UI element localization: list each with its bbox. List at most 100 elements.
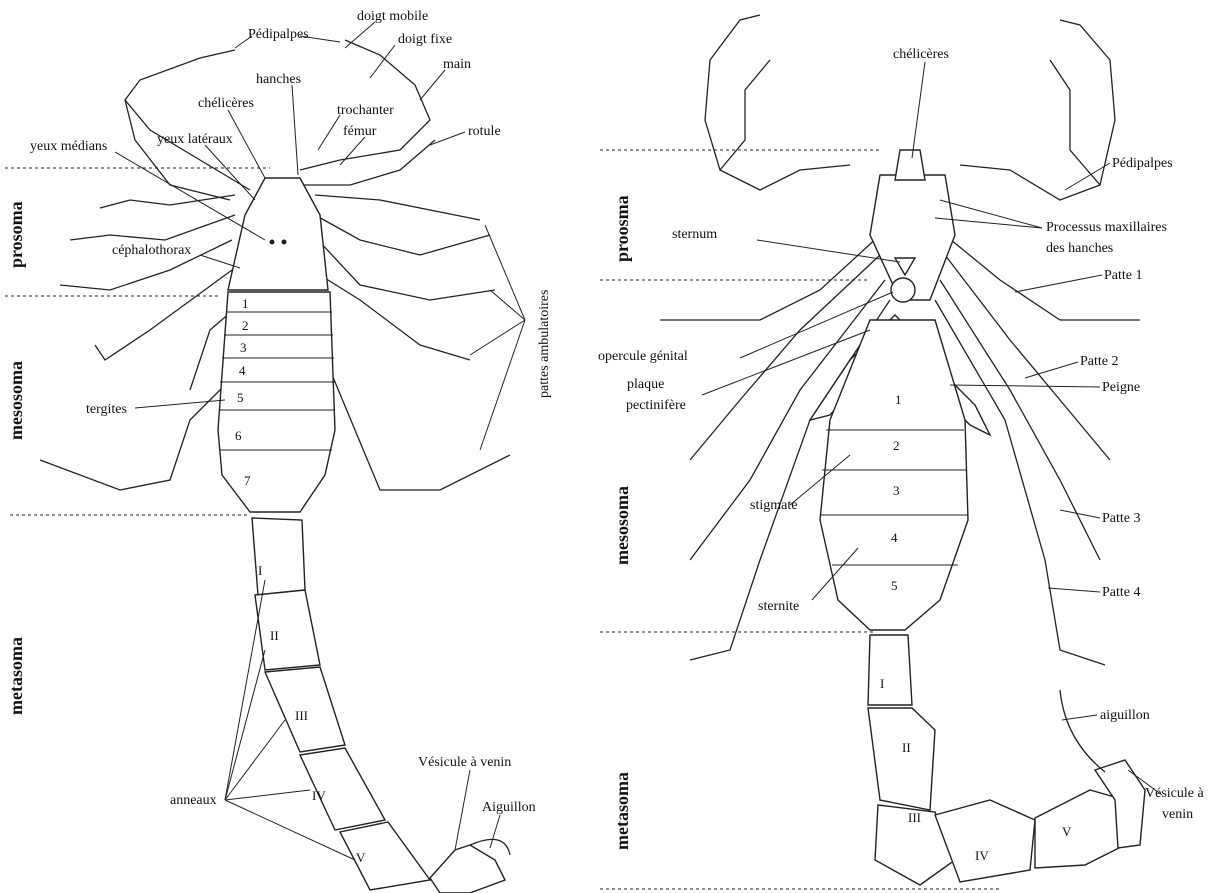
label-pattes-ambulatoires: pattes ambulatoires (537, 290, 552, 398)
ventral-ring-1 (868, 635, 912, 705)
label-cheliceres-left: chélicères (198, 96, 254, 111)
tergite-number-6: 6 (235, 428, 242, 443)
cephalothorax-shape (228, 178, 328, 290)
leg-left-4b (40, 385, 225, 490)
right-ventral-view: 1 2 3 4 5 I II III IV V proosma mesosoma… (598, 15, 1204, 889)
tail-ring-label-3: III (295, 708, 308, 723)
leader-hanches (292, 85, 298, 175)
leg-left-1 (100, 195, 235, 208)
label-pedipalpes-right: Pédipalpes (1112, 156, 1173, 171)
leader-yeux-lateraux (205, 145, 255, 200)
tergite-number-2: 2 (242, 318, 249, 333)
left-pedipalps (125, 40, 435, 200)
ventral-ring-label-3: III (908, 810, 921, 825)
leg-right-2 (315, 215, 490, 255)
label-aiguillon-right: aiguillon (1100, 708, 1150, 723)
leader-pattes-4 (480, 320, 525, 450)
mesosoma-shape (218, 292, 335, 512)
tail-ring-5 (340, 822, 430, 890)
label-anneaux: anneaux (170, 793, 217, 808)
sternite-number-5: 5 (891, 578, 898, 593)
leader-doigt-fixe (370, 45, 395, 78)
leader-patte3 (1060, 510, 1100, 518)
leader-anneaux-1 (225, 580, 265, 800)
tail-ring-label-1: I (258, 563, 262, 578)
leader-tergites (135, 400, 225, 408)
leader-cheliceres-right (912, 62, 925, 158)
region-label-metasoma-right: metasoma (612, 772, 632, 850)
stinger-right (1060, 690, 1105, 772)
leader-patte1 (1015, 275, 1102, 292)
tergite-number-7: 7 (244, 473, 251, 488)
region-label-metasoma: metasoma (6, 637, 26, 715)
label-vesicule-right-line2: venin (1162, 807, 1193, 822)
ventral-leg-left-1 (660, 235, 880, 320)
label-pedipalpes-left: Pédipalpes (248, 27, 309, 42)
label-peigne: Peigne (1102, 380, 1140, 395)
prosoma-ventral-shape (870, 175, 955, 300)
leader-processus-1 (940, 200, 1042, 228)
tail-ring-1 (252, 518, 305, 595)
leader-femur (340, 137, 365, 165)
tail-ring-2 (255, 590, 320, 670)
label-opercule: opercule génital (598, 349, 688, 364)
leader-pedipalpes-right (1065, 163, 1110, 190)
leader-yeux-medians (115, 152, 265, 240)
label-femur: fémur (343, 124, 377, 139)
genital-operculum-shape (891, 278, 915, 302)
sternite-number-3: 3 (893, 483, 900, 498)
label-sternum: sternum (672, 227, 717, 242)
right-legs (315, 195, 510, 490)
pedipalp-left-ventral (705, 15, 850, 190)
leg-right-1 (315, 195, 480, 220)
leader-anneaux-3 (225, 720, 285, 800)
pedipalp-left-inner (125, 100, 230, 200)
label-doigt-fixe: doigt fixe (398, 32, 452, 47)
region-label-proosma: proosma (612, 195, 632, 262)
region-label-mesosoma: mesosoma (6, 361, 26, 440)
ventral-ring-2 (868, 708, 935, 810)
ventral-ring-5 (1035, 790, 1125, 868)
region-label-mesosoma-right: mesosoma (612, 486, 632, 565)
leader-aiguillon-right (1062, 715, 1097, 720)
tergite-number-4: 4 (239, 363, 246, 378)
pedipalp-left-ventral-inner (720, 60, 770, 170)
leader-doigt-mobile (345, 22, 375, 48)
label-patte3: Patte 3 (1102, 511, 1141, 526)
region-label-prosoma: prosoma (6, 201, 26, 268)
label-cheliceres-right: chélicères (893, 47, 949, 62)
label-plaque-line2: pectinifère (626, 398, 686, 413)
label-cephalothorax: céphalothorax (112, 243, 191, 258)
label-plaque-line1: plaque (627, 377, 664, 392)
ventral-ring-label-2: II (902, 740, 911, 755)
label-trochanter: trochanter (337, 103, 394, 118)
label-rotule: rotule (468, 124, 501, 139)
leader-aiguillon (490, 815, 500, 848)
left-dorsal-view: 1 2 3 4 5 6 7 I II III IV V prosoma meso… (5, 9, 552, 893)
left-legs (40, 195, 245, 490)
leg-right-4b (330, 370, 510, 490)
label-hanches: hanches (256, 72, 301, 87)
ventral-ring-4 (935, 800, 1035, 882)
label-yeux-lateraux: yeux latéraux (157, 132, 233, 147)
leader-anneaux-2 (225, 650, 265, 800)
label-main: main (443, 57, 471, 72)
label-vesicule-left: Vésicule à venin (418, 755, 511, 770)
tergite-number-5: 5 (237, 390, 244, 405)
ventral-ring-label-5: V (1062, 824, 1072, 839)
ventral-ring-label-4: IV (975, 848, 989, 863)
median-eye-right (282, 240, 287, 245)
leader-rotule (430, 132, 465, 145)
pedipalp-right-ventral (960, 20, 1115, 200)
tergite-number-3: 3 (240, 340, 247, 355)
median-eye-left (270, 240, 275, 245)
leg-right-4a (320, 275, 470, 360)
leader-pattes-1 (485, 225, 525, 320)
leg-left-2 (70, 215, 235, 240)
leader-patte4 (1048, 588, 1100, 592)
tail-ring-label-5: V (356, 850, 366, 865)
label-doigt-mobile: doigt mobile (357, 9, 428, 24)
cheliceres-shape (895, 150, 925, 180)
label-stigmate: stigmate (750, 498, 797, 513)
ventral-ring-label-1: I (880, 676, 884, 691)
